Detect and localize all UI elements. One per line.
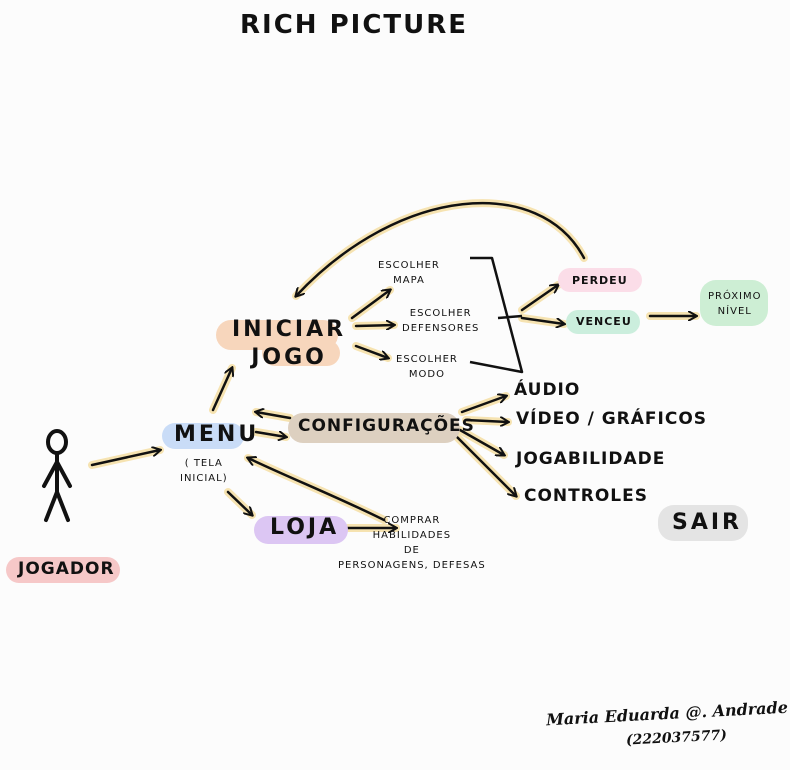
arrow-menu-iniciar: [211, 368, 232, 412]
stick-figure-icon: [42, 429, 72, 522]
arrow-loja-menu: [248, 458, 386, 522]
perdeu-label: PERDEU: [572, 274, 628, 287]
arrows-group: [88, 199, 700, 528]
arrow-menu-loja: [226, 490, 252, 515]
arrow-bracket-venceu: [520, 316, 564, 324]
loja-label: LOJA: [270, 515, 340, 540]
arrow-bracket-perdeu: [520, 285, 558, 312]
iniciar-jogo-highlight-2: [262, 340, 340, 366]
arrow-jogador-menu: [90, 450, 160, 467]
loja-description: COMPRAR HABILIDADES DE PERSONAGENS, DEFE…: [338, 515, 486, 571]
arrow-config-jogabilidade: [458, 428, 504, 455]
arrow-config-audio: [460, 396, 506, 414]
config-item-controles: CONTROLES: [524, 486, 648, 506]
jogador-label: JOGADOR: [18, 559, 115, 579]
arrow-config-menu: [256, 412, 292, 420]
escolher-defensores-label: ESCOlHER DEFENSORES: [402, 308, 480, 334]
venceu-label: VENCEU: [576, 315, 632, 328]
menu-sublabel: ( TELA INICIAL): [180, 458, 228, 484]
proximo-nivel-highlight: [700, 280, 768, 326]
loja-highlight: [254, 516, 348, 544]
proximo-nivel-label: PRÓXIMO NÍVEL: [708, 291, 762, 317]
sair-highlight: [658, 505, 748, 541]
iniciar-jogo-label: INICIAR JOGO: [232, 317, 347, 370]
options-bracket: [469, 256, 524, 374]
menu-label: MENU: [174, 422, 260, 447]
escolher-mapa-label: ESCOlHER MAPA: [378, 260, 440, 286]
configuracoes-label: CONFIGURAÇÕES: [298, 416, 475, 436]
arrow-config-controles: [454, 434, 516, 496]
arrow-menu-config: [254, 430, 286, 437]
config-item-video: VÍDEO / GRÁFICOS: [516, 409, 708, 429]
arrow-iniciar-modo: [354, 344, 388, 358]
config-item-audio: ÁUDIO: [514, 380, 581, 400]
menu-highlight: [162, 423, 244, 449]
venceu-highlight: [566, 310, 640, 334]
jogador-highlight: [6, 557, 120, 583]
config-item-jogabilidade: JOGABILIDADE: [516, 449, 666, 469]
arrow-perdeu-iniciar: [296, 201, 586, 296]
arrow-iniciar-mapa: [350, 290, 390, 320]
arrow-config-video: [464, 420, 508, 422]
diagram-title: RICH PICTURE: [240, 10, 469, 40]
perdeu-highlight: [558, 268, 642, 292]
escolher-modo-label: ESCOlHER MODO: [396, 354, 458, 380]
arrow-iniciar-defensores: [354, 325, 394, 326]
sair-label: SAIR: [672, 510, 742, 535]
configuracoes-highlight: [288, 413, 460, 443]
